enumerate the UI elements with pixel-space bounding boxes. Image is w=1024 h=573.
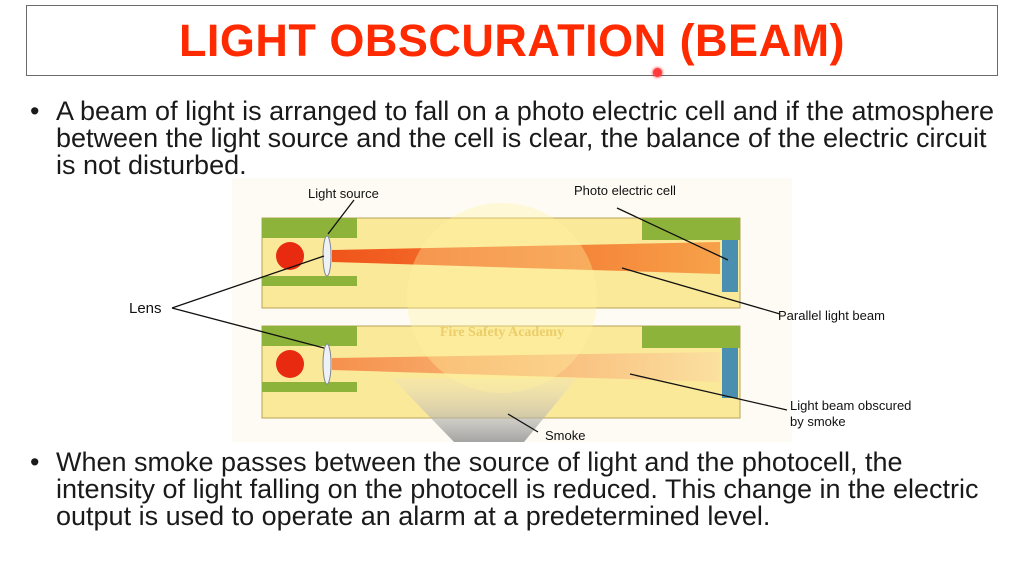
smoke-plume: [392, 378, 577, 442]
pointer-dot: [653, 68, 662, 77]
leader-parallel-beam: [621, 267, 781, 315]
label-smoke: Smoke: [545, 428, 586, 443]
upper-light-source: [276, 242, 304, 270]
leader-photo-cell: [616, 207, 729, 261]
label-obscured-line1: Light beam obscured: [790, 398, 912, 413]
slide-title: LIGHT OBSCURATION (BEAM): [178, 14, 846, 66]
beam-detector-diagram: Fire Safety Academy Light source Photo e…: [232, 178, 792, 443]
lower-lens: [322, 343, 332, 385]
bullet-text-1: A beam of light is arranged to fall on a…: [56, 96, 995, 180]
lower-cell-bracket: [642, 326, 740, 348]
upper-light-beam: [332, 242, 720, 274]
leader-smoke: [507, 413, 539, 433]
watermark-badge: [407, 203, 597, 393]
diagram-svg: Fire Safety Academy: [232, 178, 792, 442]
leader-light-source: [327, 199, 355, 235]
lower-top-bracket: [262, 326, 357, 346]
bullet-text-2: When smoke passes between the source of …: [56, 447, 979, 531]
upper-top-bracket: [262, 218, 357, 238]
lens-leaders: [171, 255, 325, 349]
lower-bottom-bracket: [262, 382, 357, 392]
label-light-source: Light source: [308, 186, 379, 201]
bullet-marker: •: [30, 96, 40, 126]
leader-obscured-beam: [629, 373, 788, 411]
watermark-text: Fire Safety Academy: [440, 325, 564, 340]
label-photo-cell: Photo electric cell: [574, 183, 676, 198]
lower-light-beam: [332, 352, 720, 382]
upper-bottom-bracket: [262, 276, 357, 286]
upper-photo-cell: [722, 240, 738, 292]
lower-light-source: [276, 350, 304, 378]
label-obscured-line2: by smoke: [790, 414, 846, 429]
lower-photo-cell: [722, 348, 738, 398]
title-box: LIGHT OBSCURATION (BEAM): [26, 5, 998, 76]
label-parallel-beam: Parallel light beam: [778, 308, 885, 323]
upper-cell-bracket: [642, 218, 740, 240]
label-lens: Lens: [129, 300, 162, 317]
bullet-marker: •: [30, 447, 40, 477]
